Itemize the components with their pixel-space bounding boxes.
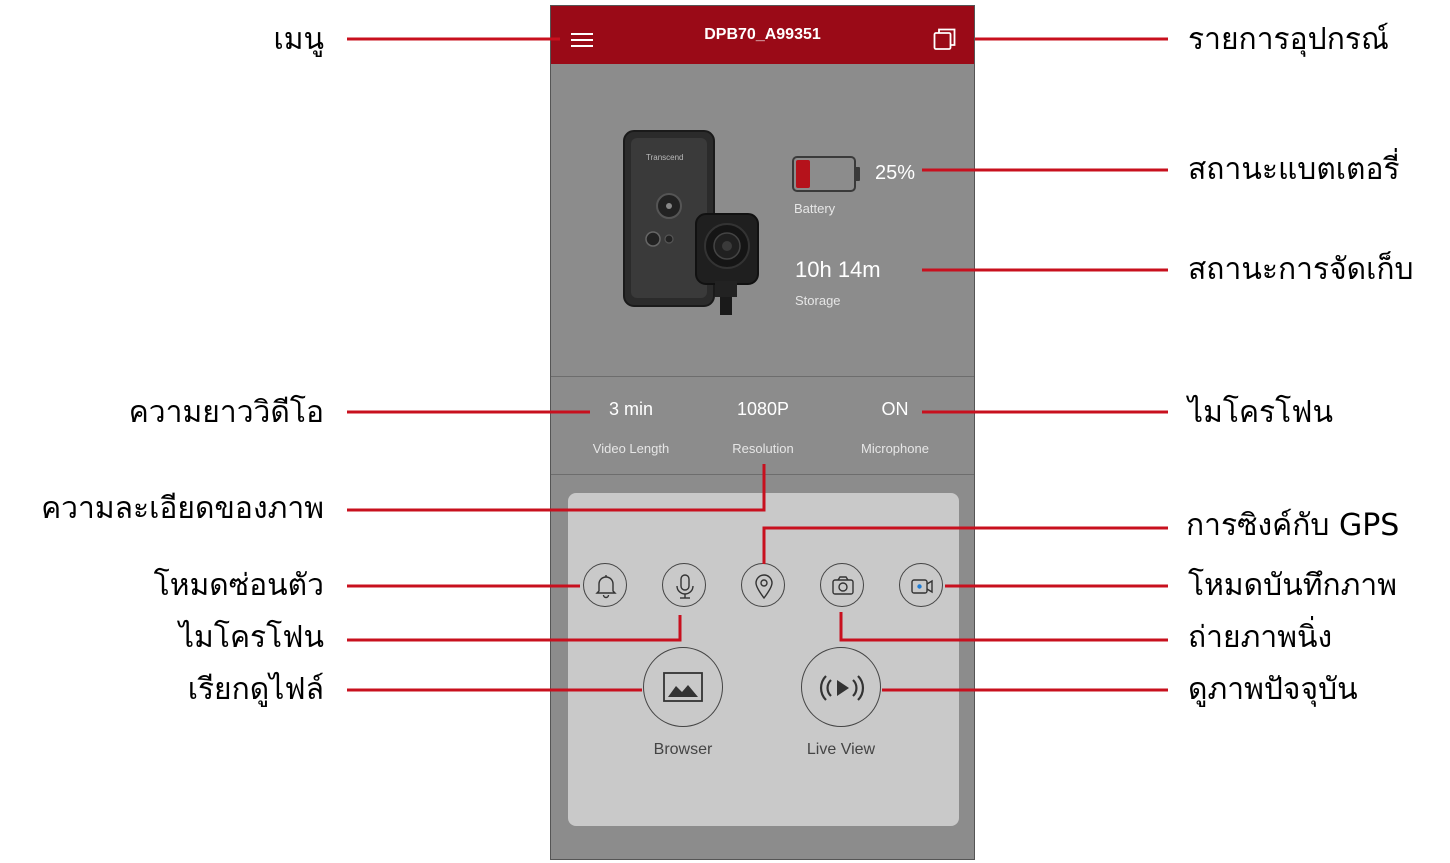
live-view-icon (819, 675, 865, 701)
battery-icon (792, 156, 862, 192)
browser-label: Browser (653, 741, 713, 758)
label-browser: เรียกดูไฟล์ (187, 672, 324, 707)
svg-text:Transcend: Transcend (646, 153, 684, 162)
video-record-icon (911, 579, 933, 594)
label-microphone-setting: ไมโครโฟน (1188, 395, 1334, 430)
browser-button[interactable] (643, 647, 723, 727)
storage-value: 10h 14m (795, 257, 881, 282)
control-panel (568, 493, 959, 826)
setting-video-length[interactable]: 3 min Video Length (571, 386, 691, 466)
setting-resolution[interactable]: 1080P Resolution (703, 386, 823, 466)
battery-percent: 25% (875, 162, 916, 184)
record-mode-button[interactable] (899, 563, 943, 607)
battery-caption: Battery (794, 201, 836, 216)
divider (551, 376, 974, 377)
label-live-view: ดูภาพปัจจุบัน (1188, 672, 1358, 707)
setting-microphone[interactable]: ON Microphone (835, 386, 955, 466)
label-video-length: ความยาววิดีโอ (128, 395, 324, 430)
microphone-value: ON (881, 399, 909, 419)
device-thumbnail: Transcend (621, 126, 761, 321)
label-menu: เมนู (273, 22, 324, 57)
app-screen: DPB70_A99351 Transcend (550, 5, 975, 860)
video-length-caption: Video Length (592, 441, 670, 456)
device-title: DPB70_A99351 (704, 26, 821, 43)
divider (551, 474, 974, 475)
snapshot-button[interactable] (820, 563, 864, 607)
location-pin-icon (755, 574, 773, 600)
resolution-value: 1080P (736, 399, 790, 419)
gps-sync-button[interactable] (741, 563, 785, 607)
bell-icon (595, 575, 617, 599)
video-length-value: 3 min (608, 399, 653, 419)
microphone-icon (676, 574, 694, 599)
label-gps-sync: การซิงค์กับ GPS (1186, 508, 1400, 543)
top-bar (551, 6, 974, 64)
microphone-button[interactable] (662, 563, 706, 607)
image-browser-icon (663, 672, 703, 702)
label-microphone-button: ไมโครโฟน (178, 620, 324, 655)
camera-icon (832, 576, 854, 595)
label-battery-status: สถานะแบตเตอรี่ (1188, 152, 1400, 187)
label-resolution: ความละเอียดของภาพ (41, 491, 324, 526)
label-snapshot: ถ่ายภาพนิ่ง (1188, 620, 1333, 655)
microphone-caption: Microphone (861, 441, 929, 456)
storage-caption: Storage (795, 293, 841, 308)
live-view-label: Live View (806, 741, 876, 758)
label-record-mode: โหมดบันทึกภาพ (1188, 568, 1398, 603)
devices-icon[interactable] (933, 27, 957, 51)
resolution-caption: Resolution (732, 441, 794, 456)
label-device-list: รายการอุปกรณ์ (1188, 22, 1389, 57)
label-silent-mode: โหมดซ่อนตัว (153, 568, 324, 603)
menu-icon[interactable] (571, 33, 593, 49)
label-storage-status: สถานะการจัดเก็บ (1188, 252, 1414, 287)
silent-mode-button[interactable] (583, 563, 627, 607)
live-view-button[interactable] (801, 647, 881, 727)
